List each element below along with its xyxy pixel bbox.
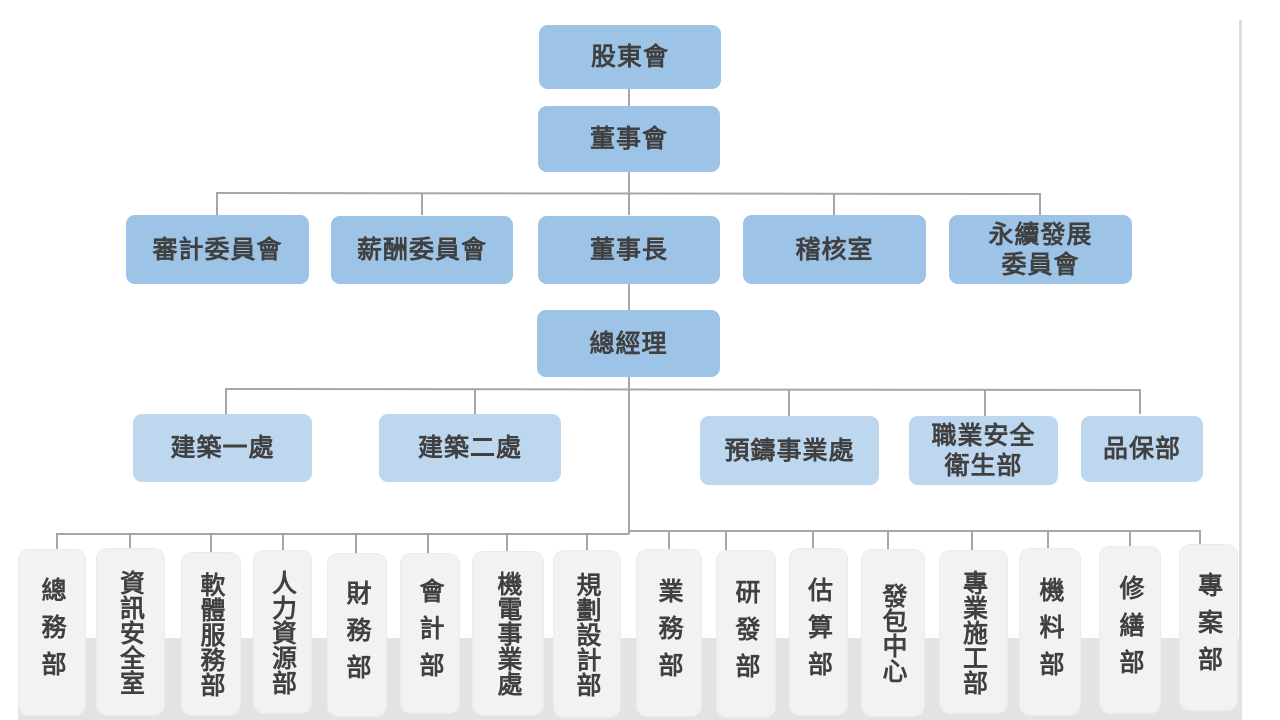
node-label: 稽核室 xyxy=(795,234,874,264)
node-general-affairs: 總務部 xyxy=(19,550,85,715)
connector xyxy=(629,530,1201,545)
node-construction-2: 建築二處 xyxy=(379,414,561,482)
node-label: 規劃設計部 xyxy=(573,571,602,697)
node-software-services: 軟體服務部 xyxy=(182,553,240,715)
node-label: 研發部 xyxy=(732,578,761,690)
node-human-resources: 人力資源部 xyxy=(254,551,311,713)
node-label: 會計部 xyxy=(416,578,445,689)
connector xyxy=(216,191,1041,215)
node-shareholders: 股東會 xyxy=(539,25,721,89)
node-label: 專業施工部 xyxy=(959,569,989,695)
node-board-of-directors: 董事會 xyxy=(538,106,720,172)
node-label: 業務部 xyxy=(655,577,684,689)
node-business: 業務部 xyxy=(637,550,701,716)
node-label: 永續發展 委員會 xyxy=(988,219,1093,279)
node-accounting: 會計部 xyxy=(401,554,459,713)
node-internal-audit: 稽核室 xyxy=(743,215,926,284)
connector xyxy=(56,533,629,550)
node-remuneration-committee: 薪酬委員會 xyxy=(331,216,513,284)
node-label: 建築二處 xyxy=(417,433,522,462)
node-rnd: 研發部 xyxy=(717,551,775,717)
node-label: 建築一處 xyxy=(170,433,275,462)
node-mep: 機電事業處 xyxy=(473,552,543,715)
node-general-manager: 總經理 xyxy=(537,310,720,377)
node-specialty-construction: 專業施工部 xyxy=(940,551,1007,713)
node-label: 修繕部 xyxy=(1116,574,1145,686)
node-label: 董事會 xyxy=(589,124,668,153)
node-info-security: 資訊安全室 xyxy=(97,549,164,715)
node-occupational-safety: 職業安全 衛生部 xyxy=(909,416,1058,485)
node-subcontracting: 發包中心 xyxy=(862,550,924,716)
node-quality-assurance: 品保部 xyxy=(1081,416,1203,482)
node-label: 軟體服務部 xyxy=(197,571,226,697)
node-label: 人力資源部 xyxy=(268,569,298,695)
node-label: 總務部 xyxy=(38,577,67,688)
node-label: 薪酬委員會 xyxy=(356,235,487,264)
node-label: 財務部 xyxy=(343,579,372,691)
node-label: 專案部 xyxy=(1194,572,1224,683)
node-label: 品保部 xyxy=(1102,434,1181,463)
node-label: 預鑄事業處 xyxy=(724,435,855,465)
node-repair: 修繕部 xyxy=(1100,547,1160,713)
node-audit-committee: 審計委員會 xyxy=(126,215,309,284)
node-planning-design: 規劃設計部 xyxy=(554,551,620,717)
node-chairman: 董事長 xyxy=(538,216,720,284)
node-label: 機料部 xyxy=(1036,576,1065,688)
node-label: 發包中心 xyxy=(879,583,908,683)
node-finance: 財務部 xyxy=(328,554,386,716)
node-label: 總經理 xyxy=(589,328,668,358)
node-estimation: 估算部 xyxy=(790,549,847,715)
node-label: 股東會 xyxy=(590,42,669,71)
node-label: 機電事業處 xyxy=(494,571,523,696)
node-label: 審計委員會 xyxy=(152,234,283,264)
node-construction-1: 建築一處 xyxy=(133,414,312,482)
node-label: 職業安全 衛生部 xyxy=(931,420,1036,480)
node-label: 資訊安全室 xyxy=(116,569,146,695)
node-machinery-materials: 機料部 xyxy=(1020,549,1080,715)
right-border-line xyxy=(1239,20,1242,638)
node-projects: 專案部 xyxy=(1180,545,1237,710)
connector xyxy=(225,387,1141,414)
node-label: 董事長 xyxy=(589,235,668,264)
node-label: 估算部 xyxy=(804,576,834,688)
node-precast: 預鑄事業處 xyxy=(700,416,879,485)
node-sustainability-committee: 永續發展 委員會 xyxy=(949,215,1132,284)
